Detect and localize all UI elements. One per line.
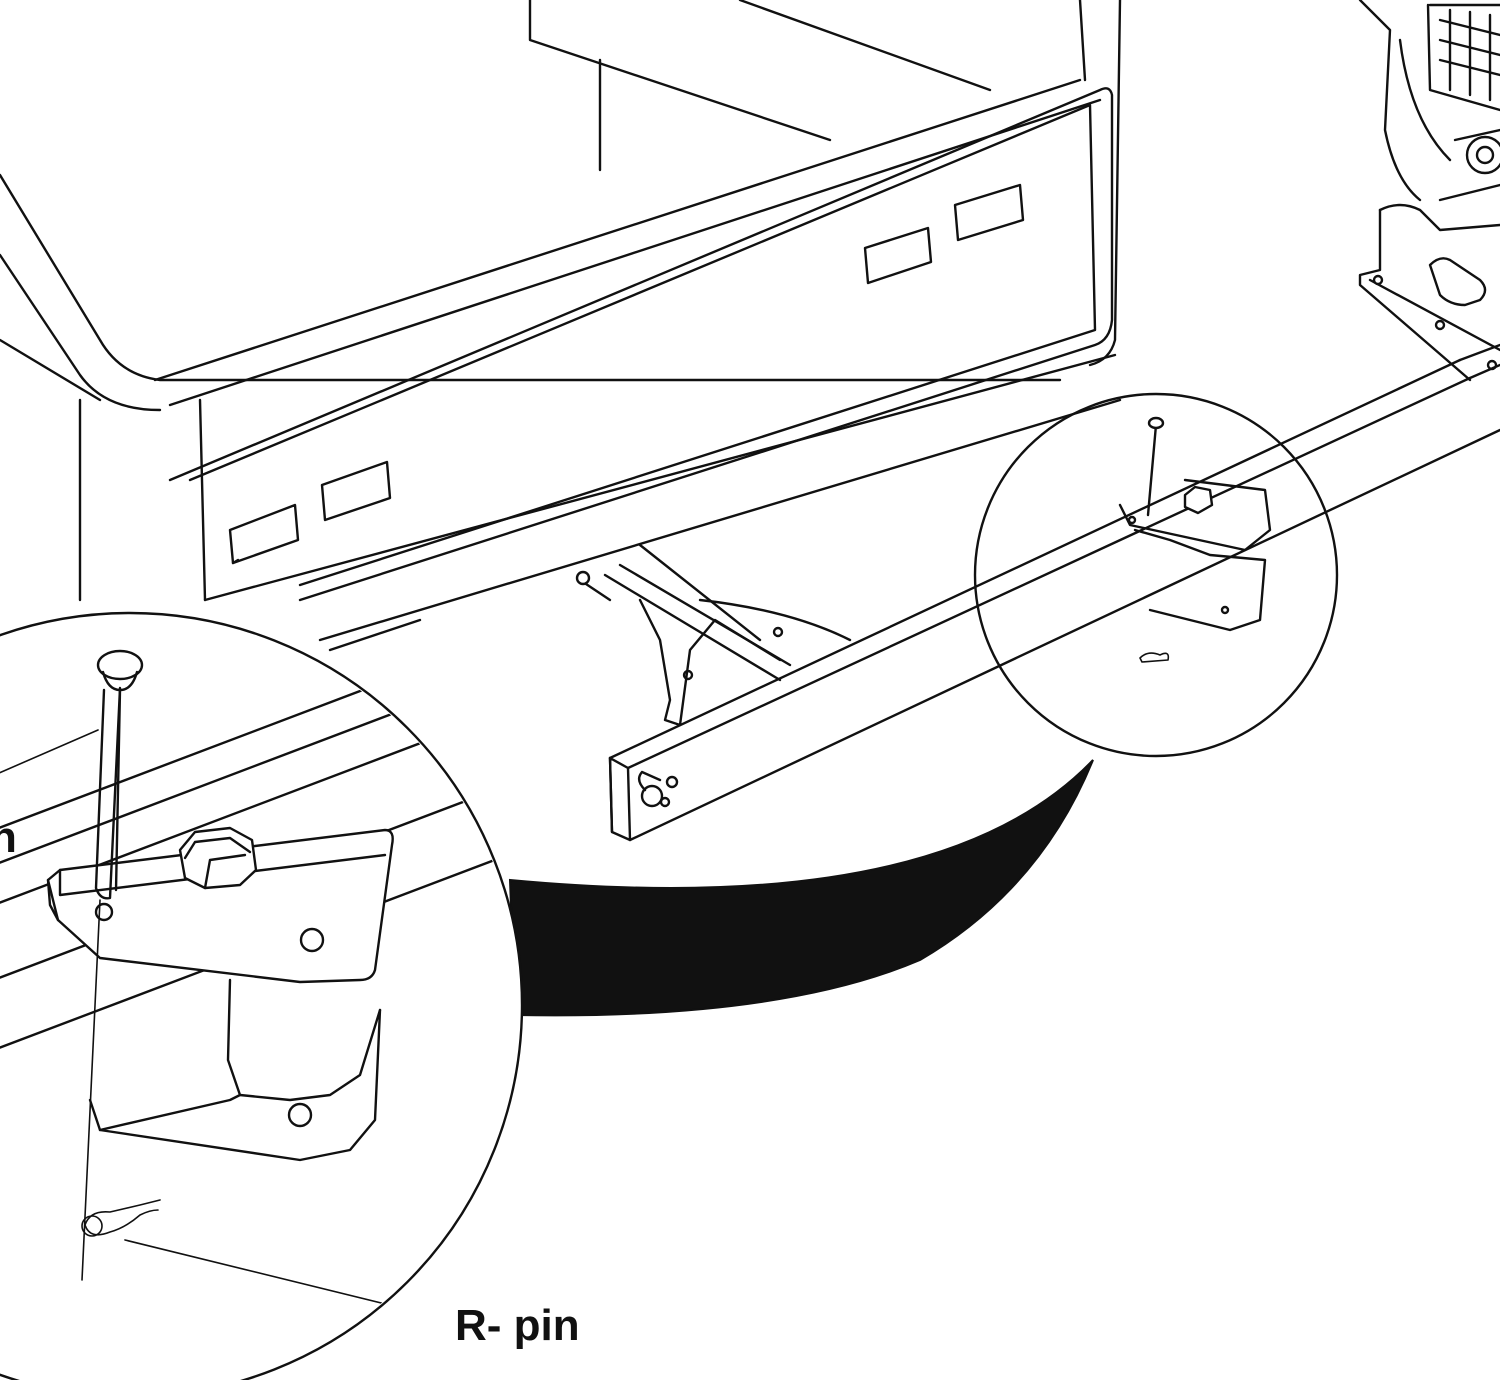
vent-slots [228, 183, 1025, 565]
cart-body [0, 0, 1122, 652]
r-pin-label: R- pin [455, 1301, 580, 1350]
tongue-bar [575, 343, 1500, 842]
detail-circle-large: n [0, 611, 524, 1380]
engine [1358, 0, 1500, 202]
callout-wedge [508, 759, 1094, 1017]
hitch-bracket [1358, 203, 1500, 382]
clevis-pin-label: n [0, 813, 17, 862]
detail-circle-small [973, 392, 1339, 758]
